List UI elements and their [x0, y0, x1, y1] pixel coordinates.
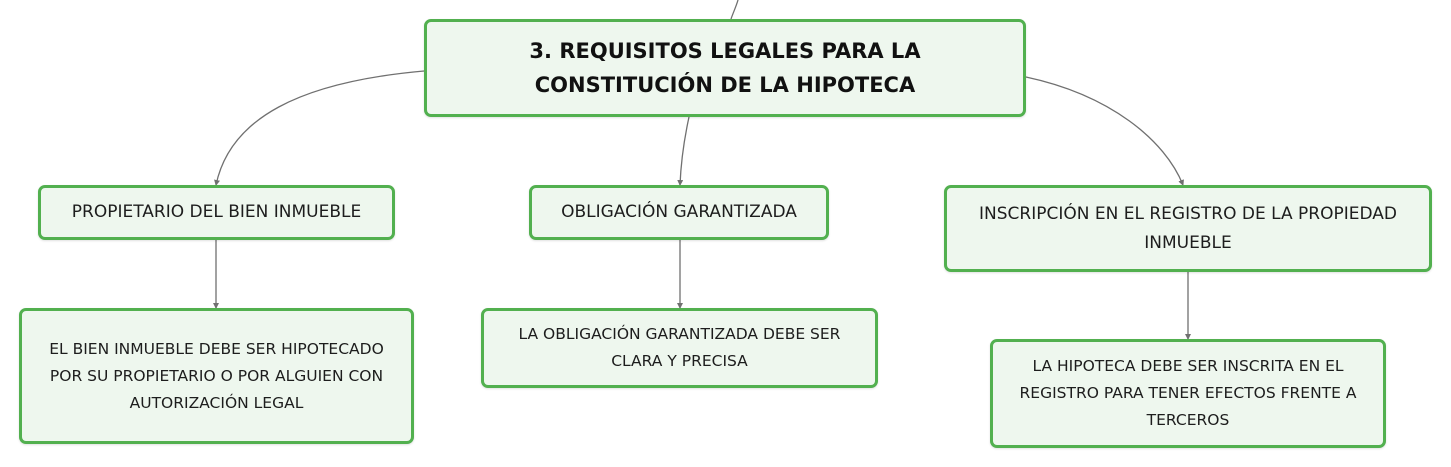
subtopic-node-obligacion-detail[interactable]: LA OBLIGACIÓN GARANTIZADA DEBE SER CLARA… — [481, 308, 878, 388]
subtopic-node-propietario-detail[interactable]: EL BIEN INMUEBLE DEBE SER HIPOTECADO POR… — [19, 308, 414, 444]
connector-root-to-propietario — [214, 70, 425, 186]
connector-incoming — [730, 0, 739, 20]
subtopic-text-propietario: EL BIEN INMUEBLE DEBE SER HIPOTECADO POR… — [49, 339, 384, 412]
topic-node-propietario[interactable]: PROPIETARIO DEL BIEN INMUEBLE — [38, 185, 395, 240]
topic-node-obligacion[interactable]: OBLIGACIÓN GARANTIZADA — [529, 185, 829, 240]
connector-root-to-inscripcion — [1025, 76, 1184, 186]
subtopic-text-inscripcion: LA HIPOTECA DEBE SER INSCRITA EN EL REGI… — [1019, 357, 1357, 429]
topic-label-propietario: PROPIETARIO DEL BIEN INMUEBLE — [71, 202, 362, 222]
root-topic-node[interactable]: 3. REQUISITOS LEGALES PARA LA CONSTITUCI… — [424, 19, 1026, 117]
topic-node-inscripcion[interactable]: INSCRIPCIÓN EN EL REGISTRO DE LA PROPIED… — [944, 185, 1432, 272]
subtopic-text-obligacion: LA OBLIGACIÓN GARANTIZADA DEBE SER CLARA… — [518, 325, 841, 370]
topic-label-inscripcion: INSCRIPCIÓN EN EL REGISTRO DE LA PROPIED… — [979, 203, 1397, 253]
topic-label-obligacion: OBLIGACIÓN GARANTIZADA — [561, 202, 797, 222]
root-topic-title: 3. REQUISITOS LEGALES PARA LA CONSTITUCI… — [529, 39, 921, 97]
connector-root-to-obligacion — [677, 116, 690, 186]
subtopic-node-inscripcion-detail[interactable]: LA HIPOTECA DEBE SER INSCRITA EN EL REGI… — [990, 339, 1386, 448]
